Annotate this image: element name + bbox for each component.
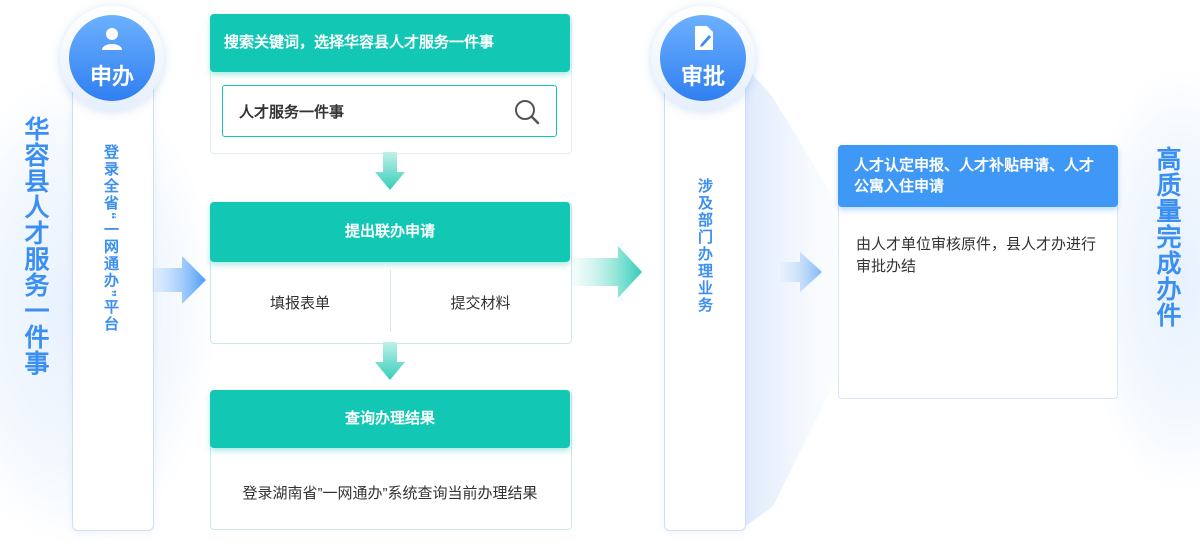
apply-column-text: 登录全省“一网通办”平台 [102, 144, 119, 333]
user-icon [102, 28, 122, 50]
down-arrow-2 [375, 342, 405, 380]
final-result-desc: 由人才单位审核原件，县人才办进行审批办结 [856, 236, 1097, 275]
apply-badge-label: 申办 [89, 64, 134, 89]
search-input[interactable]: 人才服务一件事 [222, 85, 557, 137]
joint-application-header: 提出联办申请 [210, 202, 570, 262]
right-title: 高质量完成办件 [1153, 146, 1181, 328]
search-bar-header: 搜索关键词，选择华容县人才服务一件事 [210, 14, 570, 72]
document-edit-icon [695, 26, 713, 50]
approve-badge: 审批 [651, 6, 755, 110]
apply-column [72, 54, 154, 531]
approve-column-text: 涉及部门办理业务 [696, 178, 713, 314]
approve-badge-label: 审批 [680, 64, 725, 89]
search-icon[interactable] [513, 98, 541, 126]
approve-to-final-arrow [780, 252, 822, 292]
joint-divider [390, 270, 391, 332]
flow-to-approve-arrow [572, 246, 642, 298]
apply-badge: 申办 [60, 6, 164, 110]
approve-spread-glow [740, 60, 850, 530]
down-arrow-1 [375, 152, 405, 190]
query-result-header: 查询办理结果 [210, 390, 570, 448]
search-input-value: 人才服务一件事 [239, 104, 345, 121]
left-title: 华容县人才服务一件事 [21, 116, 49, 376]
submit-materials-item: 提交材料 [450, 295, 511, 312]
final-result-header: 人才认定申报、人才补贴申请、人才公寓入住申请 [838, 145, 1118, 207]
query-result-desc: 登录湖南省”一网通办”系统查询当前办理结果 [242, 485, 538, 502]
fill-form-item: 填报表单 [269, 295, 330, 312]
apply-to-flow-arrow [152, 256, 206, 304]
